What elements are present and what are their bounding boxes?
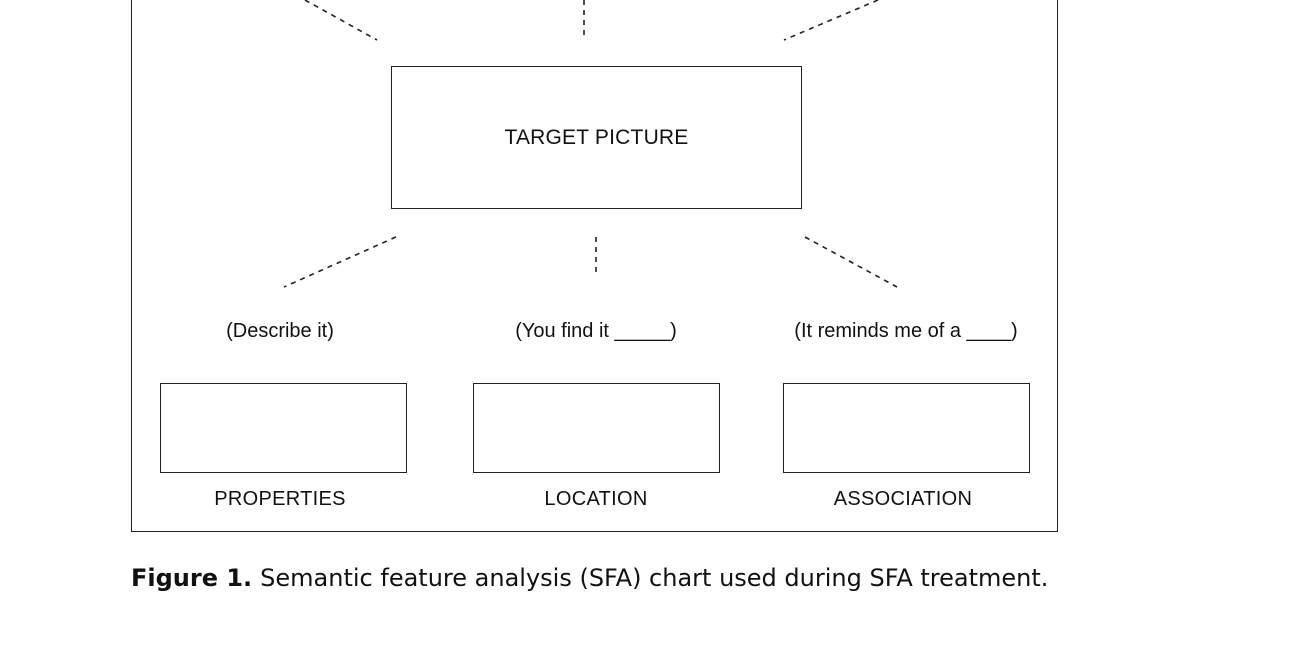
figure-caption-text: Semantic feature analysis (SFA) chart us… — [260, 564, 1049, 592]
properties-prompt: (Describe it) — [226, 320, 334, 342]
chart-frame — [131, 0, 1058, 532]
properties-box — [160, 383, 407, 473]
connector-upper-right — [783, 0, 879, 41]
location-box — [473, 383, 720, 473]
location-label: LOCATION — [544, 488, 648, 510]
connector-upper-left — [304, 0, 378, 41]
location-prompt: (You find it _____) — [515, 320, 677, 342]
association-label: ASSOCIATION — [833, 488, 973, 510]
connector-lower-left — [283, 236, 397, 288]
target-picture-label: TARGET PICTURE — [504, 125, 689, 149]
properties-label: PROPERTIES — [214, 488, 346, 510]
figure-caption: Figure 1.Semantic feature analysis (SFA)… — [131, 564, 1048, 592]
association-prompt: (It reminds me of a ____) — [794, 320, 1018, 342]
figure-label: Figure 1. — [131, 564, 253, 592]
connector-lower-right — [804, 236, 898, 288]
association-box — [783, 383, 1030, 473]
target-picture-box: TARGET PICTURE — [391, 66, 802, 209]
